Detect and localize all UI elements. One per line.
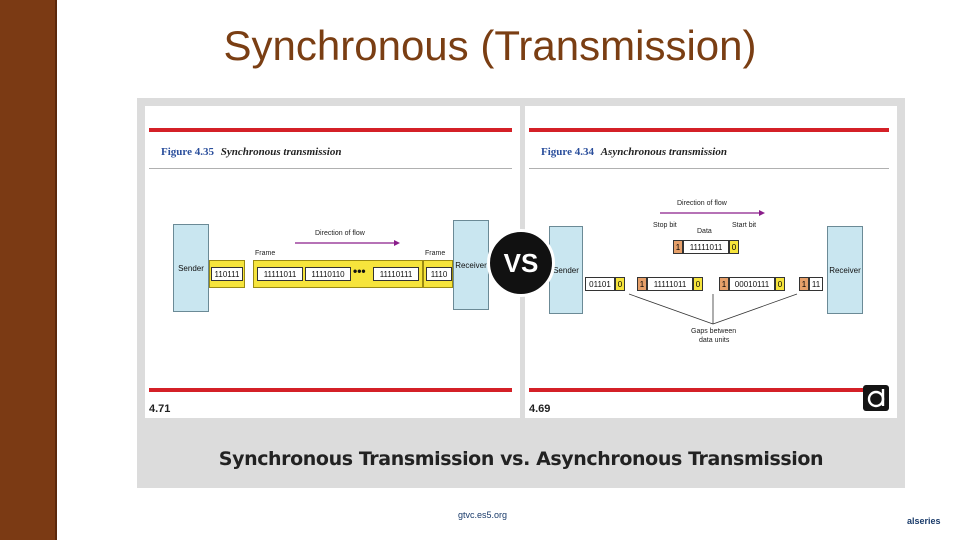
bottom-red-rule bbox=[529, 388, 889, 392]
async-unit-1-data: 01101 bbox=[585, 277, 615, 291]
async-flow-arrow bbox=[660, 210, 765, 216]
sync-frame-bits-2: 11110110 bbox=[305, 267, 351, 281]
gaps-label-line1: Gaps between bbox=[691, 328, 737, 335]
sync-receiver-label: Receiver bbox=[455, 260, 487, 270]
data-label: Data bbox=[697, 228, 712, 235]
async-unit-3-stop: 1 bbox=[719, 277, 729, 291]
vs-badge: VS bbox=[487, 229, 555, 297]
slide-title: Synchronous (Transmission) bbox=[223, 22, 757, 69]
async-sender-station: Sender bbox=[549, 226, 583, 314]
top-data-bits: 11111011 bbox=[683, 240, 729, 254]
top-red-rule bbox=[529, 128, 889, 132]
caption-divider bbox=[149, 168, 512, 169]
comparison-caption: Synchronous Transmission vs. Asynchronou… bbox=[218, 448, 824, 470]
sync-sender-label: Sender bbox=[178, 263, 204, 273]
async-receiver-label: Receiver bbox=[829, 265, 861, 275]
sync-flow-label: Direction of flow bbox=[315, 230, 365, 237]
top-start-bit: 0 bbox=[729, 240, 739, 254]
async-figure-number: Figure 4.34 bbox=[541, 146, 594, 158]
top-red-rule bbox=[149, 128, 512, 132]
async-page-number: 4.69 bbox=[529, 403, 551, 415]
sync-receiver-station: Receiver bbox=[453, 220, 489, 310]
async-unit-4-stop: 1 bbox=[799, 277, 809, 291]
async-unit-3-start: 0 bbox=[775, 277, 785, 291]
sync-frame-label-left: Frame bbox=[255, 250, 276, 257]
footer-source-link[interactable]: gtvc.es5.org bbox=[458, 510, 508, 520]
async-unit-2-start: 0 bbox=[693, 277, 703, 291]
async-figure-caption: Figure 4.34 Asynchronous transmission bbox=[541, 146, 727, 158]
async-unit-2-stop: 1 bbox=[637, 277, 647, 291]
caption-divider bbox=[529, 168, 889, 169]
async-unit-4-data: 11 bbox=[809, 277, 823, 291]
sync-frame-label-right: Frame bbox=[425, 250, 446, 257]
sync-figure-title: Synchronous transmission bbox=[220, 146, 342, 158]
async-sender-label: Sender bbox=[553, 265, 579, 275]
top-stop-bit: 1 bbox=[673, 240, 683, 254]
sync-frame-bits-3: 11110111 bbox=[373, 267, 419, 281]
stop-bit-label: Stop bit bbox=[653, 222, 677, 229]
gap-pointer-arrows bbox=[628, 293, 798, 325]
bottom-red-rule bbox=[149, 388, 512, 392]
sync-figure-number: Figure 4.35 bbox=[161, 146, 214, 158]
side-bar bbox=[0, 0, 57, 540]
async-panel: Figure 4.34 Asynchronous transmission Di… bbox=[525, 106, 897, 418]
sync-sender-station: Sender bbox=[173, 224, 209, 312]
sync-sender-bits: 110111 bbox=[211, 267, 243, 281]
async-unit-2-data: 11111011 bbox=[647, 277, 693, 291]
brand-logo-icon bbox=[863, 385, 889, 411]
async-unit-1-start: 0 bbox=[615, 277, 625, 291]
async-figure-title: Asynchronous transmission bbox=[600, 146, 727, 158]
start-bit-label: Start bit bbox=[732, 222, 757, 229]
footer-brand: alseries bbox=[907, 516, 941, 526]
async-flow-label: Direction of flow bbox=[677, 200, 727, 207]
async-unit-3-data: 00010111 bbox=[729, 277, 775, 291]
sync-frame-bits-1: 11111011 bbox=[257, 267, 303, 281]
sync-figure-caption: Figure 4.35 Synchronous transmission bbox=[161, 146, 341, 158]
sync-page-number: 4.71 bbox=[149, 403, 171, 415]
gaps-label-line2: data units bbox=[699, 337, 730, 344]
sync-ellipsis: ••• bbox=[353, 264, 366, 278]
async-receiver-station: Receiver bbox=[827, 226, 863, 314]
sync-flow-arrow bbox=[295, 240, 400, 246]
sync-panel: Figure 4.35 Synchronous transmission Dir… bbox=[145, 106, 520, 418]
comparison-image: Figure 4.35 Synchronous transmission Dir… bbox=[137, 98, 905, 488]
sync-receiver-bits: 1110 bbox=[426, 267, 452, 281]
